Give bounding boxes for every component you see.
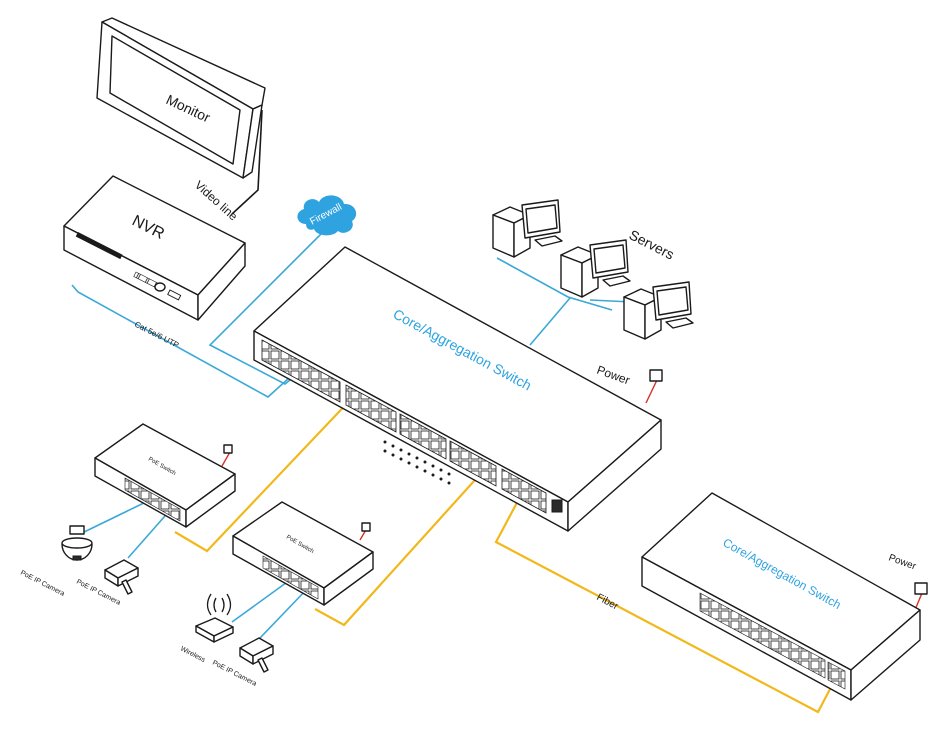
monitor: Monitor [96, 17, 266, 179]
server-3 [623, 281, 694, 340]
core-switch-secondary-ports [699, 592, 826, 679]
fiber-cable-core2 [494, 496, 840, 714]
power-secondary-label: Power [887, 552, 918, 572]
poe-switch-1-ports [124, 477, 181, 522]
video-line-label: Video line [192, 178, 241, 224]
power-outlet-secondary: Power [887, 552, 928, 595]
wireless-signal-icon [206, 593, 232, 616]
server-1 [492, 199, 563, 258]
core-switch-port-group-4 [449, 440, 497, 487]
cat-utp-cable [71, 284, 301, 398]
power-plug-icon [649, 369, 663, 382]
poe-switch-2-power-icon [361, 522, 371, 532]
core-switch-port-group-1 [261, 339, 341, 403]
bullet-camera-2: PoE IP Camera [211, 637, 274, 688]
fiber-cable-poe1 [174, 395, 355, 553]
servers-label: Servers [627, 226, 677, 262]
core-switch-port-group-3 [399, 413, 447, 460]
bullet-camera-1: PoE IP Camera [75, 559, 139, 607]
vent-dots [383, 440, 451, 485]
poe-switch-2: PoE Switch [232, 501, 374, 606]
cat-cable-label: Cat 5e/6 UTP [133, 320, 180, 350]
power-cable-main [645, 379, 658, 404]
poe-switch-1: PoE Switch [94, 423, 236, 528]
wireless-label: Wireless [179, 646, 207, 665]
power-cable-poe1 [221, 451, 231, 467]
poe-switch-2-ports [262, 555, 319, 600]
fiber-cable-poe2 [314, 469, 485, 627]
nvr: NVR [63, 175, 246, 321]
video-line-cable [231, 109, 263, 215]
poe2-wireless-cable [231, 579, 291, 623]
dome-camera-label: PoE IP Camera [19, 570, 65, 598]
core-switch-main: Core/Aggregation Switch [253, 246, 662, 532]
core-switch-secondary-uplink-ports [827, 661, 846, 690]
poe1-bullet-camera-cable [127, 507, 173, 559]
core-switch-port-group-2 [345, 384, 397, 433]
bullet-camera-2-label: PoE IP Camera [211, 660, 257, 688]
fiber-label: Fiber [595, 592, 621, 613]
poe-switch-1-power-icon [223, 444, 233, 454]
firewall: Firewall [297, 195, 357, 236]
core-switch-secondary: Core/Aggregation Switch [641, 492, 921, 701]
power-outlet-main: Power [595, 363, 663, 388]
poe2-camera-cable [259, 587, 309, 639]
poe1-dome-camera-cable [79, 499, 151, 535]
firewall-cloud-icon [297, 195, 357, 236]
wireless-ap: Wireless [179, 593, 234, 665]
cables [71, 109, 923, 714]
power-plug-secondary-icon [914, 582, 928, 595]
core-switch-uplink-ports [501, 468, 547, 514]
power-main-label: Power [595, 363, 632, 388]
console-port [551, 499, 563, 513]
dome-camera-mount-icon [69, 525, 85, 535]
servers: Servers [492, 199, 694, 340]
server-2 [560, 239, 631, 298]
